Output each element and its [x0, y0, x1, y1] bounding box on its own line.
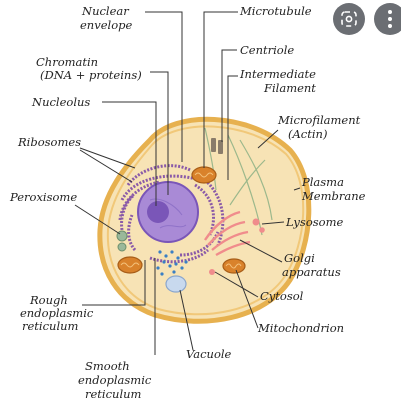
label-peroxisome: Peroxisome — [9, 190, 77, 204]
label-smooth-er: Smooth endoplasmic reticulum — [78, 359, 155, 401]
diagram-labels: Nuclear envelope Chromatin (DNA + protei… — [9, 4, 366, 401]
label-microtubule: Microtubule — [239, 4, 312, 18]
mitochondria — [117, 166, 246, 274]
vacuole — [165, 275, 187, 293]
centriole — [211, 138, 223, 154]
label-centriole: Centriole — [240, 43, 294, 57]
label-plasma-membrane: Plasma Membrane — [301, 175, 366, 203]
label-vacuole: Vacuole — [186, 347, 232, 361]
lens-button[interactable] — [333, 3, 365, 35]
label-rough-er: Rough endoplasmic reticulum — [20, 293, 97, 333]
label-mitochondrion: Mitochondrion — [257, 321, 344, 335]
label-ribosomes: Ribosomes — [17, 135, 81, 149]
nucleus — [137, 181, 199, 243]
golgi — [204, 210, 251, 257]
lysosomes — [209, 218, 265, 275]
label-intermediate-filament: Intermediate Filament — [239, 67, 320, 95]
leader-lines — [74, 11, 301, 355]
label-cytosol: Cytosol — [260, 289, 304, 303]
more-options-button[interactable] — [374, 3, 401, 35]
label-lysosome: Lysosome — [285, 215, 343, 229]
more-vert-icon — [388, 9, 392, 30]
label-chromatin: Chromatin (DNA + proteins) — [36, 55, 142, 82]
ribosome-dots — [156, 250, 188, 276]
label-golgi: Golgi apparatus — [282, 251, 341, 279]
filaments — [204, 127, 273, 236]
label-nuclear-envelope: Nuclear envelope — [80, 4, 132, 32]
lens-icon — [341, 11, 357, 27]
label-nucleolus: Nucleolus — [31, 95, 90, 109]
label-microfilament: Microfilament (Actin) — [277, 113, 364, 141]
